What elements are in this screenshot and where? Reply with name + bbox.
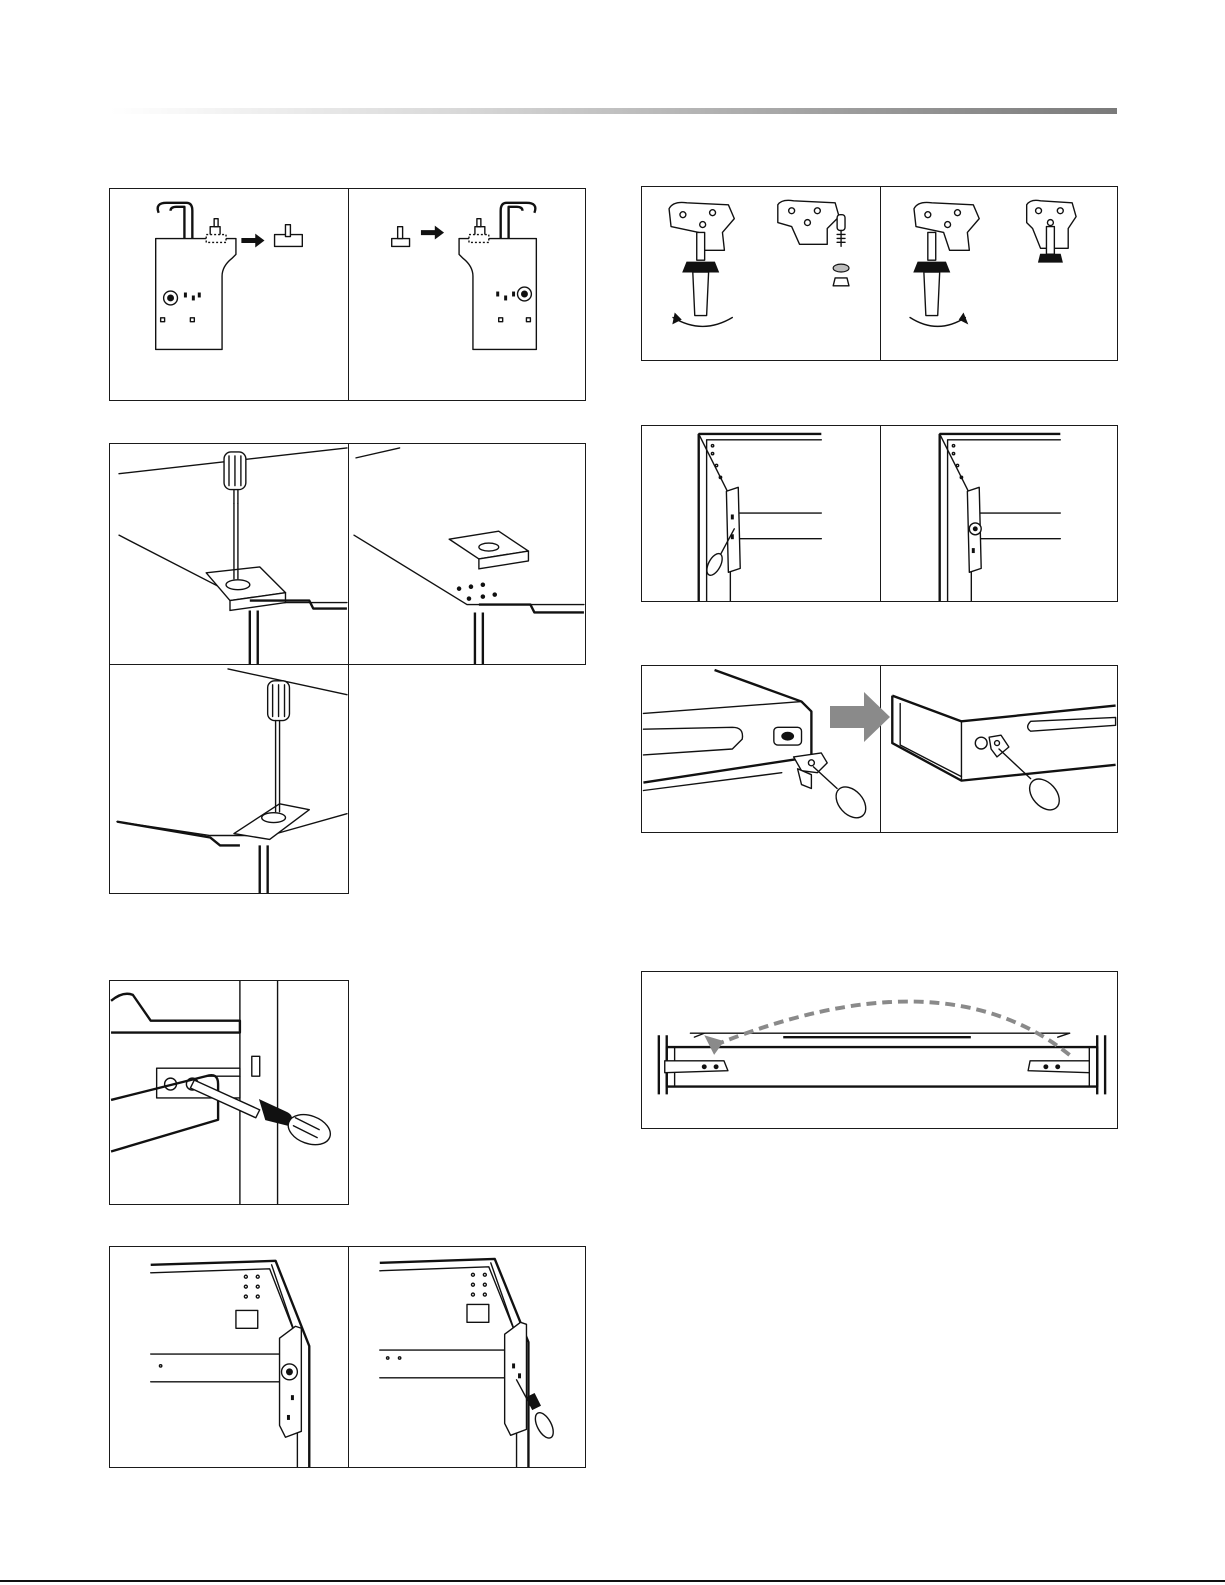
cabinet-hinge-bolt-illustration	[110, 1247, 348, 1467]
screwdriver-install-cover-illustration	[110, 665, 348, 893]
hinge-pin-tightened-illustration	[881, 187, 1117, 360]
door-top-view-illustration	[642, 972, 1117, 1128]
door-hinge-screwdriver-illustration	[642, 426, 880, 601]
figure-lower-hinge-side	[109, 1246, 586, 1468]
figure-door-top-hinge-move	[641, 971, 1118, 1129]
figure-top-hinge-cover-b	[109, 664, 349, 894]
figure-bottom-hinge-pin	[641, 186, 1118, 361]
figure-door-stop-swap	[641, 665, 1118, 833]
hinge-plate-left-illustration	[110, 189, 348, 400]
figure-middle-hinge-screw	[109, 980, 349, 1205]
hinge-plate-right-illustration	[349, 189, 585, 400]
figure-top-hinge-cover-a	[109, 443, 586, 665]
arrow-right-icon	[830, 690, 892, 744]
cabinet-hinge-screwdriver-illustration	[349, 1247, 585, 1467]
door-hinge-installed-illustration	[881, 426, 1117, 601]
door-stop-installed-illustration	[881, 666, 1117, 832]
header-rule	[110, 108, 1117, 114]
cover-removed-illustration	[349, 444, 585, 664]
screwdriver-middle-hinge-illustration	[110, 981, 348, 1204]
figure-hinge-pin-swap	[109, 188, 586, 401]
hinge-pin-wrench-illustration	[642, 187, 880, 360]
footer-rule	[0, 1580, 1225, 1582]
screwdriver-on-cover-illustration	[110, 444, 348, 664]
figure-door-hinge-side	[641, 425, 1118, 602]
